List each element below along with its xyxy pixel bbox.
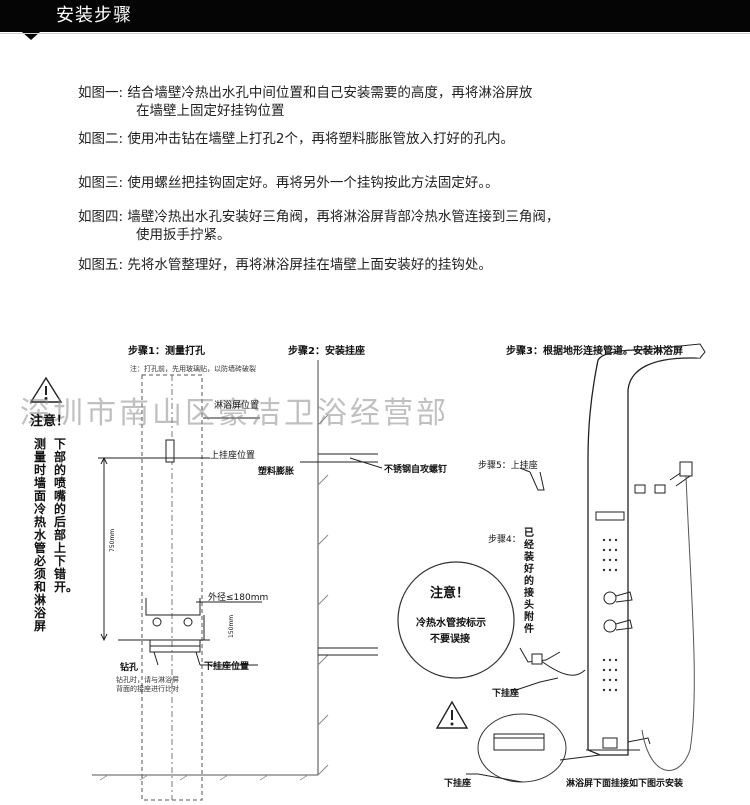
diagram-drawing — [29, 343, 706, 801]
label-drill-note: 钻孔时，请与淋浴屏背面的接座进行比对 — [116, 676, 179, 693]
header-divider — [0, 33, 750, 34]
label-step4: 步骤4： — [488, 535, 521, 545]
step2-title: 步骤2：安装挂座 — [288, 346, 365, 357]
label-dim-small: 150mm — [228, 614, 235, 638]
label-lower-mount: 下挂座 — [492, 689, 520, 699]
step3-title: 步骤3：根据地形连接管道。安装淋浴屏 — [506, 346, 683, 357]
circle-notice-title: 注意！ — [430, 586, 470, 601]
label-steel-screw: 不锈钢自攻螺钉 — [384, 465, 448, 475]
header-notch-decoration — [22, 32, 40, 40]
label-upper-mount-position: 上挂座位置 — [210, 451, 256, 461]
instruction-label: 如图四: — [78, 209, 124, 225]
label-step5-upper-mount: 步骤5：上挂座 — [478, 461, 538, 471]
step1-title: 步骤1：测量打孔 — [128, 346, 205, 357]
label-drill-hole: 钻孔 — [120, 663, 139, 673]
label-step4-fittings: 已经装好的接头附件 — [524, 528, 534, 635]
watermark-text: 深圳市南山区豪洁卫浴经营部 — [20, 396, 449, 431]
circle-notice-line-1: 冷热水管按标示 — [416, 618, 486, 629]
notice-column-2: 下部的喷嘴的后部上下错开。 — [54, 437, 79, 594]
notice-column-1: 测量时墙面冷热水管必须和淋浴屏 — [34, 437, 47, 633]
instruction-text: 结合墙壁冷热出水孔中间位置和自己安装需要的高度，再将淋浴屏放 — [127, 85, 533, 101]
instruction-label: 如图五: — [78, 257, 124, 273]
instruction-item-3: 如图三: 使用螺丝把挂钩固定好。再将另外一个挂钩按此方法固定好。。 — [78, 174, 499, 192]
label-lower-mount-bottom: 下挂座 — [444, 779, 472, 789]
instruction-label: 如图一: — [78, 85, 124, 101]
instruction-label: 如图三: — [78, 175, 124, 191]
section-title: 安装步骤 — [56, 5, 132, 26]
instruction-item-4: 如图四: 墙壁冷热出水孔安装好三角阀，再将淋浴屏背部冷热水管连接到三角阀， 使用… — [78, 208, 559, 244]
instruction-item-2: 如图二: 使用冲击钻在墙壁上打孔2个，再将塑料膨胀管放入打好的孔内。 — [78, 130, 514, 148]
instruction-text: 墙壁冷热出水孔安装好三角阀，再将淋浴屏背部冷热水管连接到三角阀， — [127, 209, 560, 225]
label-outer-diameter: 外径≤180mm — [208, 593, 269, 603]
instruction-text: 使用冲击钻在墙壁上打孔2个，再将塑料膨胀管放入打好的孔内。 — [127, 131, 514, 147]
instruction-item-1: 如图一: 结合墙壁冷热出水孔中间位置和自己安装需要的高度，再将淋浴屏放 在墙壁上… — [78, 84, 532, 120]
label-dim-vertical: 750mm — [109, 528, 116, 552]
instruction-label: 如图二: — [78, 131, 124, 147]
installation-diagram: 深圳市南山区豪洁卫浴经营部 步骤1：测量打孔 注：打孔前，先用玻璃贴，以防墙砖破… — [0, 330, 750, 805]
circle-notice-line-2: 不要误接 — [430, 634, 470, 645]
notice-title: 注意！ — [30, 414, 70, 429]
step1-note: 注：打孔前，先用玻璃贴，以防墙砖破裂 — [130, 365, 256, 373]
instruction-text: 先将水管整理好，再将淋浴屏挂在墙壁上面安装好的挂钩处。 — [127, 257, 492, 273]
instruction-text: 使用螺丝把挂钩固定好。再将另外一个挂钩按此方法固定好。。 — [127, 175, 499, 191]
label-shower-position: 淋浴屏位置 — [214, 401, 260, 411]
instruction-text-cont: 在墙壁上固定好挂钩位置 — [136, 103, 285, 119]
instruction-item-5: 如图五: 先将水管整理好，再将淋浴屏挂在墙壁上面安装好的挂钩处。 — [78, 256, 492, 274]
label-plastic-anchor: 塑料膨胀 — [258, 467, 295, 477]
label-lower-mount-position: 下挂座位置 — [204, 662, 250, 672]
section-header: 安装步骤 — [0, 0, 750, 32]
instruction-text-cont: 使用扳手拧紧。 — [136, 227, 231, 243]
label-bottom-note: 淋浴屏下面挂接如下图示安装 — [566, 779, 684, 789]
